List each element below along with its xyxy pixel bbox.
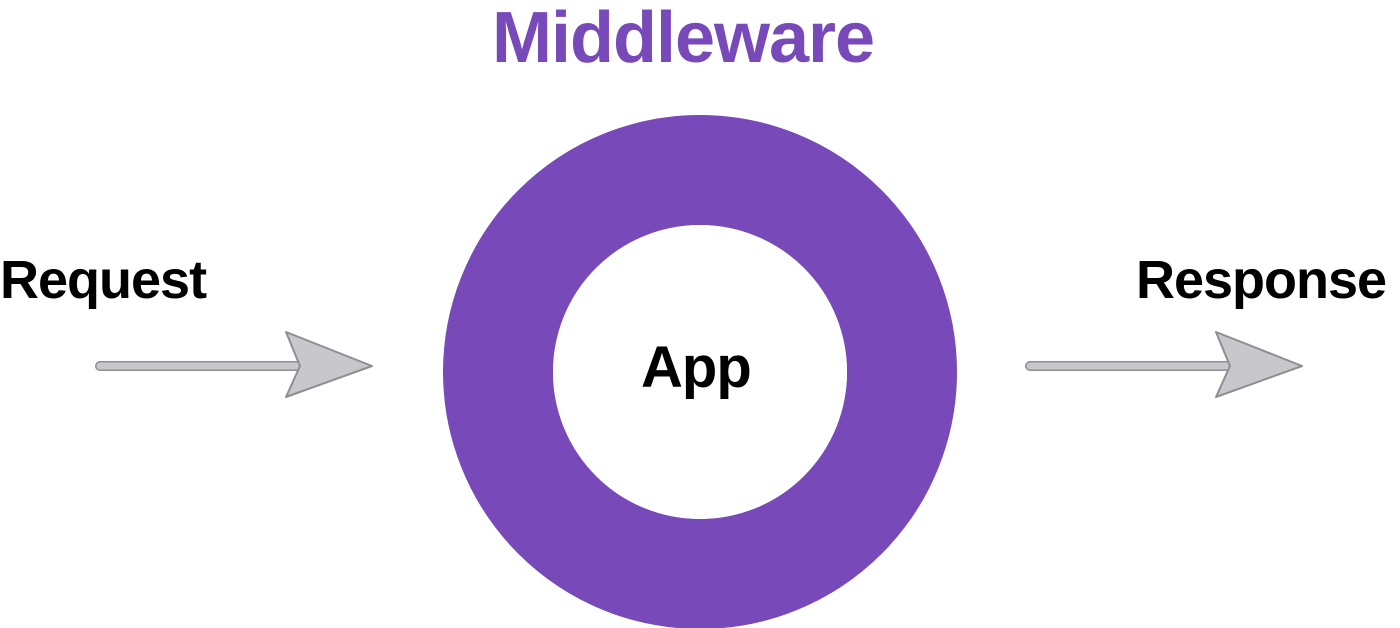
diagram-title: Middleware bbox=[492, 0, 875, 78]
request-arrow bbox=[95, 331, 373, 398]
app-core bbox=[553, 225, 847, 519]
response-label: Response bbox=[1136, 250, 1387, 310]
response-arrow bbox=[1025, 331, 1303, 398]
middleware-ring bbox=[443, 115, 957, 628]
request-label: Request bbox=[0, 250, 207, 310]
app-label: App bbox=[641, 335, 752, 400]
